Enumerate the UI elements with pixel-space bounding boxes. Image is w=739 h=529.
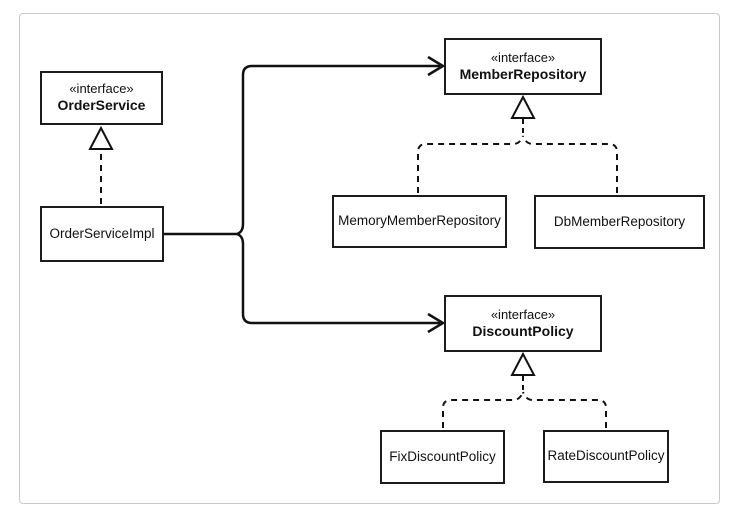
stereotype-label: «interface» — [490, 306, 556, 322]
class-name: MemberRepository — [459, 65, 587, 82]
dependency-arrow-orderserviceimpl — [164, 55, 446, 334]
stereotype-label: «interface» — [69, 81, 134, 97]
open-arrowhead-discountpolicy — [427, 312, 446, 334]
class-box-memberrepository: «interface» MemberRepository — [444, 38, 602, 95]
class-name: RateDiscountPolicy — [547, 448, 665, 464]
class-box-dbmemberrepository: DbMemberRepository — [534, 195, 705, 249]
class-box-orderservice: «interface» OrderService — [40, 71, 163, 125]
hollow-triangle-discountpolicy — [510, 351, 536, 376]
class-box-memorymemberrepository: MemoryMemberRepository — [332, 195, 507, 248]
realization-arrows-memberrepository — [417, 94, 618, 193]
open-arrowhead-memberrepository — [427, 55, 446, 77]
class-name: DbMemberRepository — [553, 213, 686, 229]
class-name: DiscountPolicy — [472, 322, 574, 339]
stereotype-label: «interface» — [490, 49, 556, 65]
class-name: MemoryMemberRepository — [338, 213, 501, 229]
hollow-triangle-orderservice — [88, 125, 114, 150]
realization-arrow-orderservice — [88, 125, 114, 204]
class-box-fixdiscountpolicy: FixDiscountPolicy — [380, 430, 505, 484]
hollow-triangle-memberrepository — [510, 94, 536, 119]
class-name: OrderServiceImpl — [49, 225, 155, 241]
class-name: OrderService — [57, 97, 146, 114]
class-box-orderserviceimpl: OrderServiceImpl — [40, 206, 164, 262]
realization-arrows-discountpolicy — [442, 351, 607, 428]
diagram-frame — [19, 13, 720, 504]
class-name: FixDiscountPolicy — [389, 448, 496, 464]
class-box-ratediscountpolicy: RateDiscountPolicy — [543, 430, 669, 483]
class-box-discountpolicy: «interface» DiscountPolicy — [444, 295, 602, 352]
